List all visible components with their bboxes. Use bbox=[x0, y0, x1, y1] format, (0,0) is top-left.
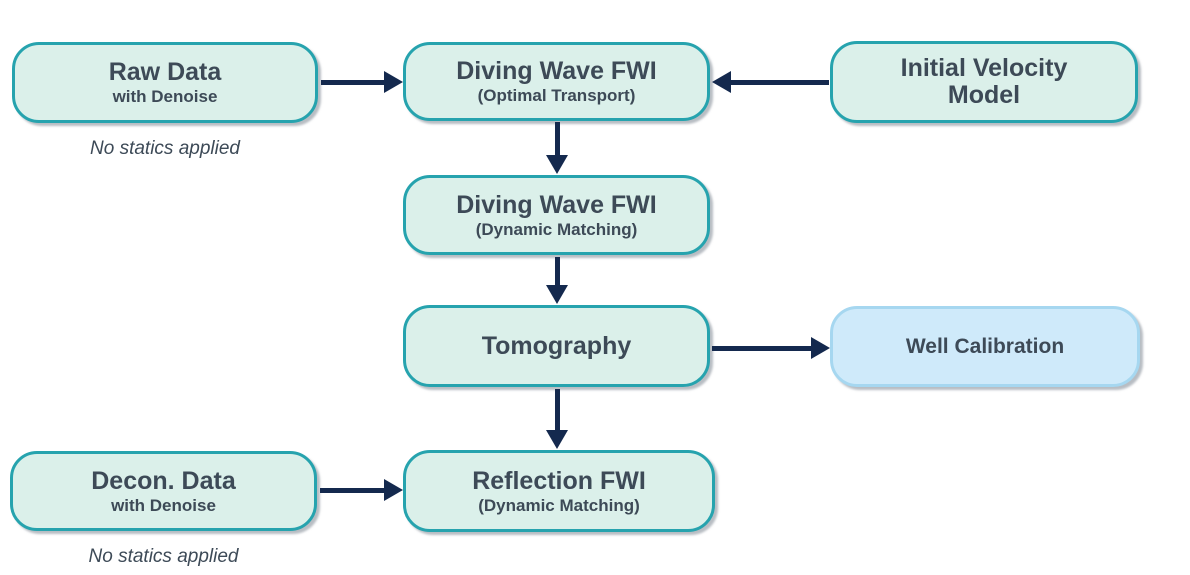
node-subtitle: with Denoise bbox=[111, 495, 216, 515]
arrowhead-right-icon bbox=[811, 337, 830, 359]
arrow-tomography-to-well-calibration bbox=[712, 337, 830, 359]
arrowhead-down-icon bbox=[546, 285, 568, 304]
node-raw-data: Raw Data with Denoise bbox=[12, 42, 318, 123]
node-tomography: Tomography bbox=[403, 305, 710, 387]
arrow-raw-data-to-diving-wave-fwi bbox=[321, 71, 403, 93]
node-title: Diving Wave FWI bbox=[456, 57, 657, 85]
node-title: Diving Wave FWI bbox=[456, 190, 657, 219]
node-well-calibration: Well Calibration bbox=[830, 306, 1140, 387]
arrow-shaft bbox=[555, 122, 560, 157]
arrow-optimal-transport-to-dynamic-matching bbox=[546, 122, 568, 174]
arrow-shaft bbox=[729, 80, 829, 85]
node-title: Well Calibration bbox=[905, 334, 1065, 358]
arrow-shaft bbox=[712, 346, 813, 351]
arrow-decon-data-to-reflection-fwi bbox=[320, 479, 403, 501]
node-initial-velocity-model: Initial Velocity Model bbox=[830, 41, 1138, 123]
node-subtitle: (Dynamic Matching) bbox=[475, 219, 638, 239]
node-subtitle: (Dynamic Matching) bbox=[478, 495, 640, 515]
arrowhead-down-icon bbox=[546, 430, 568, 449]
arrow-tomography-to-reflection-fwi bbox=[546, 389, 568, 449]
arrow-shaft bbox=[555, 389, 560, 432]
node-title: Raw Data bbox=[108, 58, 222, 86]
arrowhead-left-icon bbox=[712, 71, 731, 93]
arrow-shaft bbox=[555, 257, 560, 287]
node-title: Decon. Data bbox=[91, 466, 236, 495]
node-subtitle: (Optimal Transport) bbox=[477, 86, 636, 105]
arrowhead-right-icon bbox=[384, 479, 403, 501]
node-reflection-fwi: Reflection FWI (Dynamic Matching) bbox=[403, 450, 715, 532]
arrow-shaft bbox=[320, 488, 386, 493]
note-no-statics-applied-top: No statics applied bbox=[90, 138, 240, 159]
node-subtitle: with Denoise bbox=[112, 87, 218, 106]
arrow-dynamic-matching-to-tomography bbox=[546, 257, 568, 304]
arrowhead-down-icon bbox=[546, 155, 568, 174]
node-diving-wave-fwi-optimal-transport: Diving Wave FWI (Optimal Transport) bbox=[403, 42, 710, 121]
node-diving-wave-fwi-dynamic-matching: Diving Wave FWI (Dynamic Matching) bbox=[403, 175, 710, 255]
node-title: Initial Velocity Model bbox=[900, 54, 1068, 109]
note-no-statics-applied-bottom: No statics applied bbox=[88, 546, 239, 567]
arrow-initial-velocity-to-diving-wave-fwi bbox=[712, 71, 829, 93]
node-title: Tomography bbox=[481, 331, 632, 360]
arrow-shaft bbox=[321, 80, 386, 85]
node-decon-data: Decon. Data with Denoise bbox=[10, 451, 317, 531]
arrowhead-right-icon bbox=[384, 71, 403, 93]
node-title: Reflection FWI bbox=[472, 466, 646, 495]
